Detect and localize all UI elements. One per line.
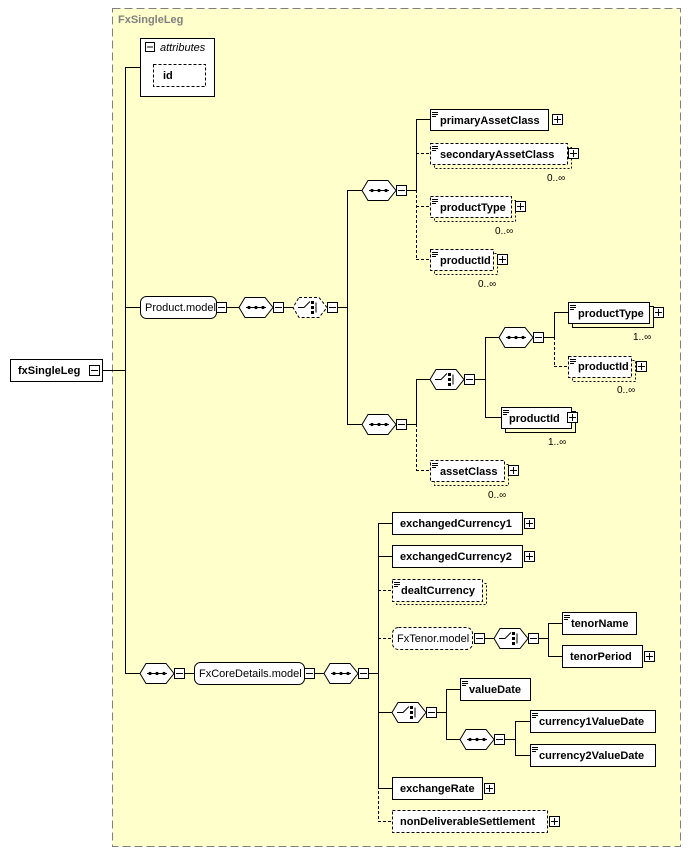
choice-compositor-1[interactable] bbox=[292, 297, 338, 318]
product-model-group[interactable]: Product.model bbox=[140, 296, 227, 319]
svg-text:primaryAssetClass: primaryAssetClass bbox=[440, 115, 540, 127]
svg-text:tenorPeriod: tenorPeriod bbox=[570, 651, 632, 663]
svg-text:currency1ValueDate: currency1ValueDate bbox=[539, 716, 644, 728]
svg-text:productType: productType bbox=[440, 202, 506, 214]
sequence-compositor-1[interactable] bbox=[238, 297, 284, 318]
sequence-compositor-5[interactable] bbox=[139, 663, 185, 684]
choice-compositor-2[interactable] bbox=[429, 369, 475, 390]
attributes-box[interactable]: attributes id bbox=[140, 38, 215, 97]
attributes-title: attributes bbox=[160, 42, 206, 54]
choice-compositor-3[interactable] bbox=[493, 628, 539, 649]
svg-text:productType: productType bbox=[578, 308, 644, 320]
svg-text:exchangeRate: exchangeRate bbox=[400, 783, 475, 795]
cardinality-productId-choice: 1..∞ bbox=[548, 437, 566, 448]
sequence-compositor-7[interactable] bbox=[459, 729, 505, 750]
attribute-id: id bbox=[163, 70, 173, 82]
element-currency1ValueDate[interactable]: currency1ValueDate bbox=[530, 710, 660, 736]
element-valueDate[interactable]: valueDate bbox=[460, 678, 531, 701]
svg-text:fxSingleLeg: fxSingleLeg bbox=[18, 365, 80, 377]
complex-type-label: FxSingleLeg bbox=[118, 14, 183, 26]
svg-text:productId: productId bbox=[440, 255, 491, 267]
element-currency2ValueDate[interactable]: currency2ValueDate bbox=[530, 744, 660, 770]
element-primaryAssetClass[interactable]: primaryAssetClass bbox=[430, 109, 563, 131]
element-productType-lower[interactable]: productType bbox=[568, 302, 664, 328]
svg-text:secondaryAssetClass: secondaryAssetClass bbox=[440, 149, 554, 161]
tenor-model-group[interactable]: FxTenor.model bbox=[392, 627, 485, 650]
element-productType-upper[interactable]: productType bbox=[430, 196, 526, 222]
svg-text:tenorName: tenorName bbox=[571, 618, 628, 630]
element-secondaryAssetClass[interactable]: secondaryAssetClass bbox=[430, 143, 579, 169]
sequence-compositor-4[interactable] bbox=[498, 327, 544, 348]
element-tenorName[interactable]: tenorName bbox=[562, 612, 641, 638]
svg-text:exchangedCurrency1: exchangedCurrency1 bbox=[400, 518, 512, 530]
element-nonDeliverableSettlement[interactable]: nonDeliverableSettlement bbox=[392, 810, 560, 833]
cardinality-productId-lower: 0..∞ bbox=[617, 385, 635, 396]
cardinality-productType-upper: 0..∞ bbox=[495, 226, 513, 237]
element-productId-lower[interactable]: productId bbox=[568, 356, 647, 382]
element-exchangedCurrency2[interactable]: exchangedCurrency2 bbox=[392, 545, 535, 568]
sequence-compositor-2[interactable] bbox=[361, 180, 407, 201]
cardinality-productType-lower: 1..∞ bbox=[633, 332, 651, 343]
element-assetClass[interactable]: assetClass bbox=[430, 460, 519, 486]
svg-text:currency2ValueDate: currency2ValueDate bbox=[539, 750, 644, 762]
cardinality-secondaryAssetClass: 0..∞ bbox=[547, 173, 565, 184]
element-dealtCurrency[interactable]: dealtCurrency bbox=[392, 579, 487, 605]
svg-text:FxCoreDetails.model: FxCoreDetails.model bbox=[199, 668, 302, 680]
svg-text:productId: productId bbox=[578, 361, 629, 373]
svg-text:productId: productId bbox=[509, 413, 560, 425]
choice-compositor-4[interactable] bbox=[391, 702, 437, 723]
element-tenorPeriod[interactable]: tenorPeriod bbox=[562, 645, 655, 668]
element-productId-choice[interactable]: productId bbox=[501, 407, 578, 433]
element-productId-upper[interactable]: productId bbox=[430, 249, 508, 275]
element-exchangeRate[interactable]: exchangeRate bbox=[392, 777, 495, 800]
svg-text:valueDate: valueDate bbox=[469, 684, 521, 696]
root-element[interactable]: fxSingleLeg bbox=[10, 359, 103, 382]
sequence-compositor-3[interactable] bbox=[361, 414, 407, 435]
cardinality-assetClass: 0..∞ bbox=[488, 490, 506, 501]
svg-text:assetClass: assetClass bbox=[440, 466, 498, 478]
core-details-group[interactable]: FxCoreDetails.model bbox=[194, 662, 315, 685]
connector-lines bbox=[102, 67, 568, 822]
sequence-compositor-6[interactable] bbox=[323, 663, 369, 684]
svg-text:exchangedCurrency2: exchangedCurrency2 bbox=[400, 551, 512, 563]
svg-text:FxTenor.model: FxTenor.model bbox=[397, 633, 469, 645]
svg-text:Product.model: Product.model bbox=[145, 302, 216, 314]
cardinality-productId-upper: 0..∞ bbox=[478, 279, 496, 290]
element-exchangedCurrency1[interactable]: exchangedCurrency1 bbox=[392, 512, 535, 535]
svg-text:nonDeliverableSettlement: nonDeliverableSettlement bbox=[400, 816, 535, 828]
svg-text:dealtCurrency: dealtCurrency bbox=[401, 585, 476, 597]
